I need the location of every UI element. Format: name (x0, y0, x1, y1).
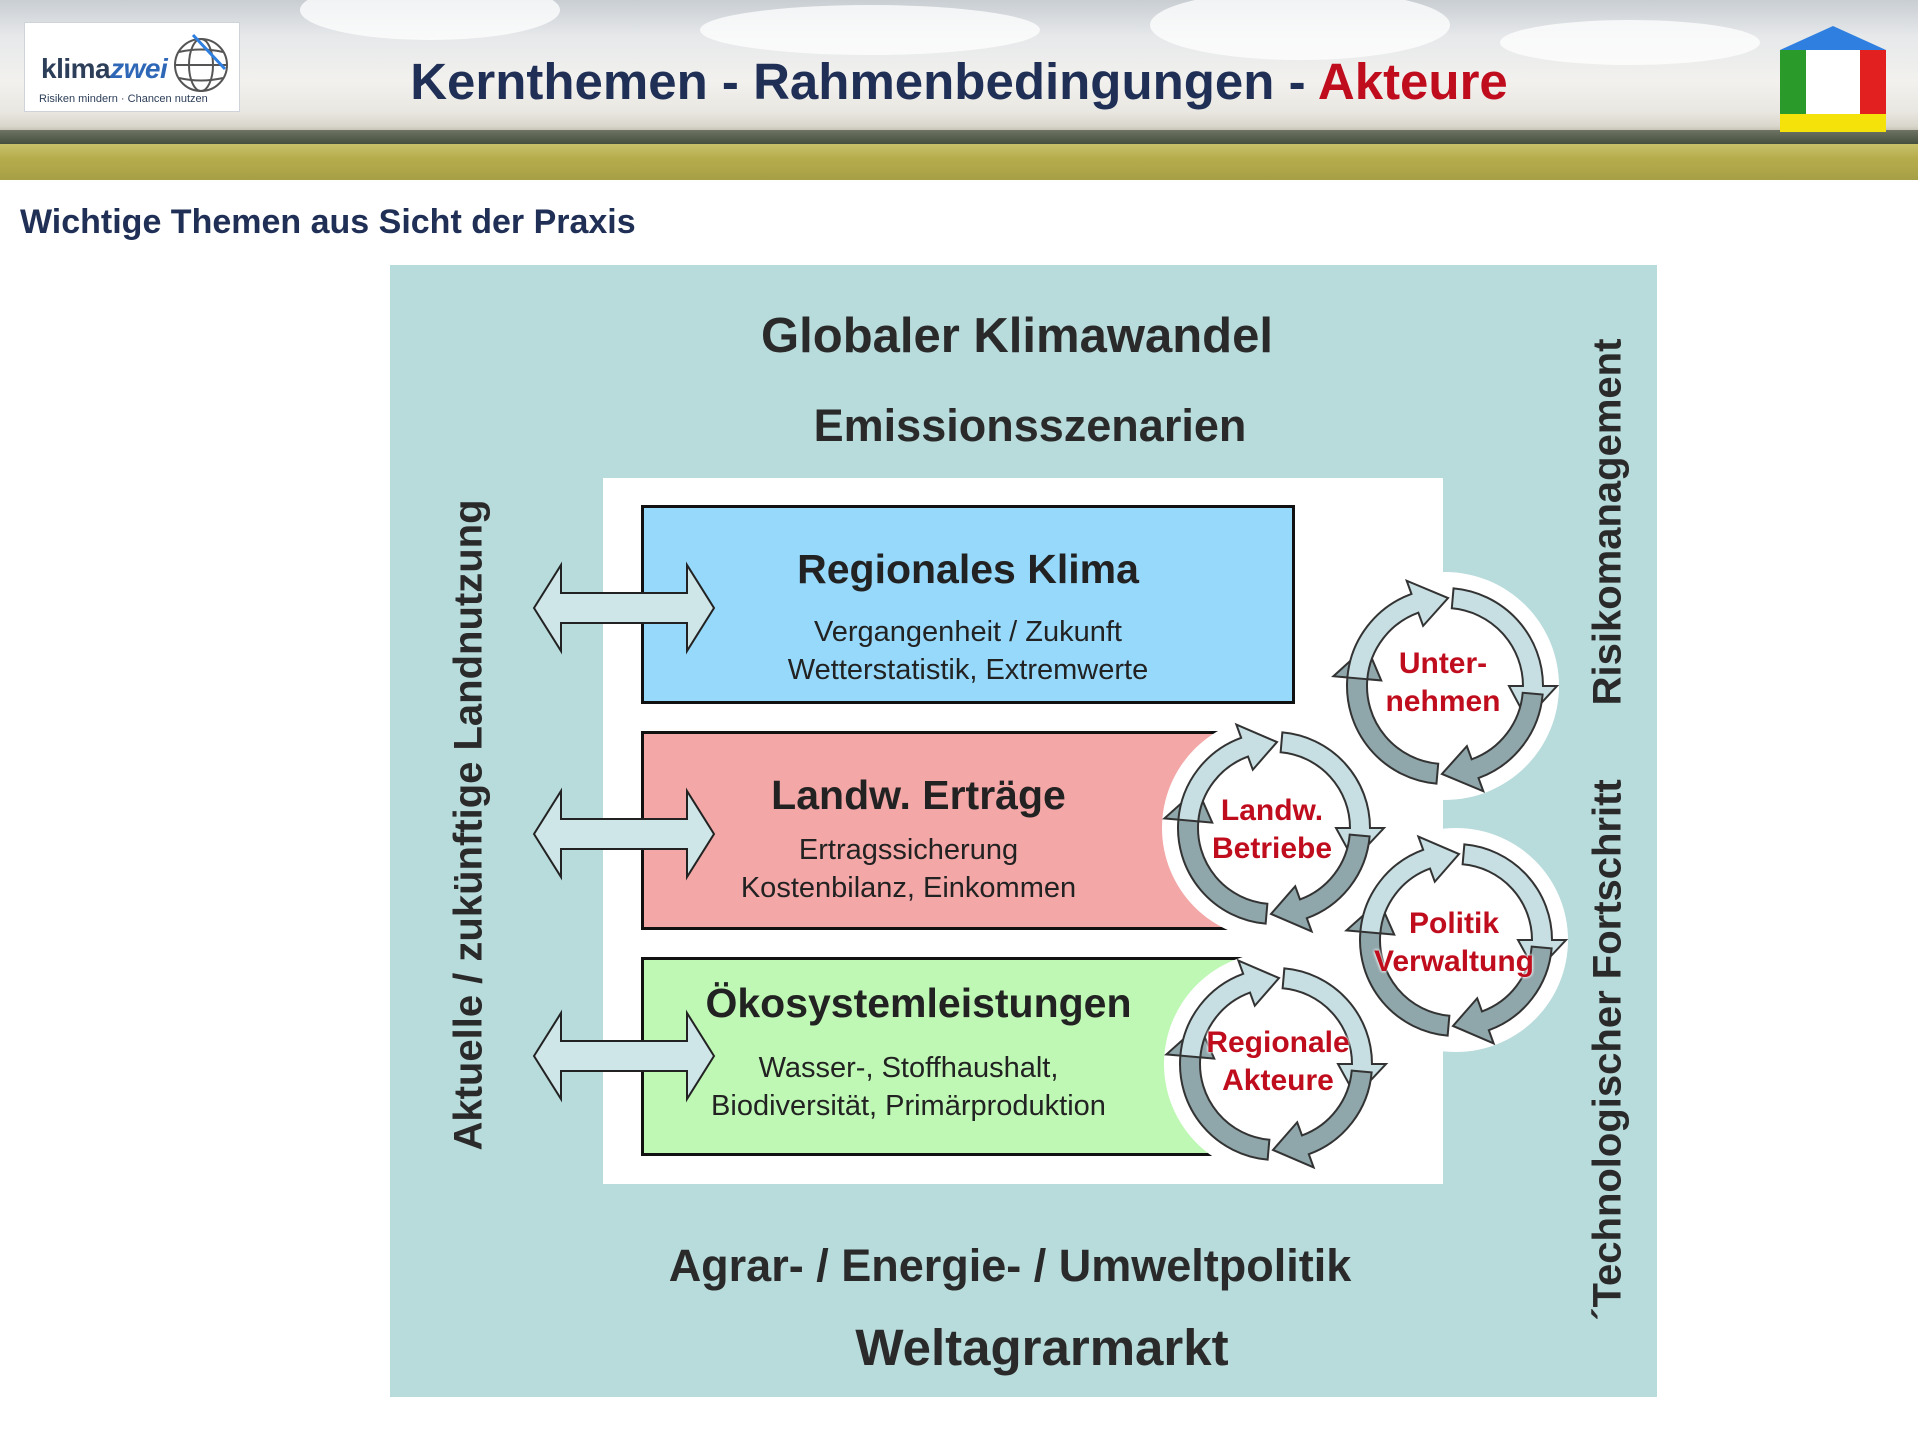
cycle-administration-arrow (1451, 945, 1553, 1046)
cycle-companies-arrow (1346, 578, 1450, 681)
cycle-regional-arrow (1179, 958, 1281, 1059)
cycle-companies-arrow (1440, 691, 1544, 794)
ecosystem-services-box: Ökosystemleistungen Wasser-, Stoffhausha… (641, 957, 1253, 1156)
page-title: Kernthemen - Rahmenbedingungen - Akteure (410, 53, 1508, 110)
double-arrow-3 (532, 1009, 716, 1103)
double-arrow-1 (532, 561, 716, 655)
actor-companies: Unter-nehmen (1385, 647, 1501, 718)
house-icon (1780, 26, 1886, 132)
box-title: Regionales Klima (797, 546, 1139, 592)
global-climate-title: Globaler Klimawandel (761, 309, 1273, 363)
field (0, 144, 1918, 180)
double-arrow-2 (532, 787, 716, 881)
cycle-farms-arrow (1177, 722, 1279, 823)
regional-climate-box: Regionales Klima Vergangenheit / Zukunft… (641, 505, 1295, 704)
title-rahmenbedingungen: Rahmenbedingungen (753, 53, 1275, 110)
cycle-farms-arrow (1269, 833, 1371, 934)
cycle-regional-arrow (1271, 1069, 1373, 1170)
world-market-label: Weltagrarmarkt (855, 1319, 1229, 1376)
logo-name: klimazwei (41, 53, 168, 84)
policy-label: Agrar- / Energie- / Umweltpolitik (668, 1240, 1352, 1291)
box-title: Ökosystemleistungen (705, 980, 1132, 1026)
emission-scenarios-label: Emissionsszenarien (813, 400, 1247, 451)
title-kernthemen: Kernthemen (410, 53, 708, 110)
cycle-administration-arrow (1359, 834, 1461, 935)
title-akteure: Akteure (1317, 53, 1508, 110)
box-title: Landw. Erträge (771, 772, 1066, 818)
section-subtitle: Wichtige Themen aus Sicht der Praxis (20, 203, 636, 241)
globe-icon (174, 33, 228, 92)
actor-farms: Landw.Betriebe (1211, 794, 1333, 865)
treeline (0, 130, 1918, 146)
logo-tagline: Risiken mindern · Chancen nutzen (39, 93, 208, 105)
header-banner (0, 0, 1918, 180)
klimazwei-logo: klimazwei Risiken mindern · Chancen nutz… (24, 22, 240, 112)
